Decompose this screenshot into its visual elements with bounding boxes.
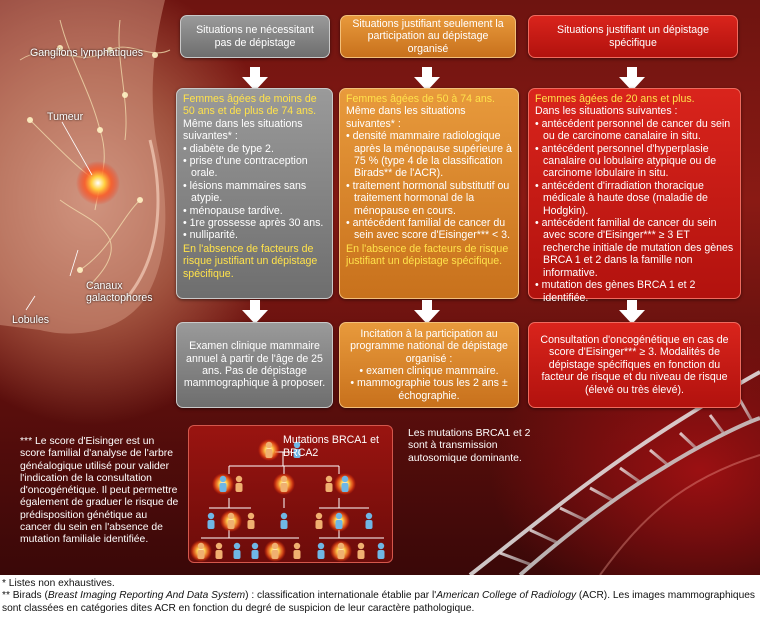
column3-header: Situations justifiant un dépistage spéci… — [528, 15, 738, 58]
column3-result: Consultation d'oncogénétique en cas de s… — [528, 322, 741, 408]
column1-condition: En l'absence de facteurs de risque justi… — [183, 242, 318, 280]
column2-arrow-1 — [414, 67, 440, 91]
column2-age: Femmes âgées de 50 à 74 ans. — [346, 93, 495, 105]
column1-result: Examen clinique mammaire annuel à partir… — [176, 322, 333, 408]
eisinger-note: *** Le score d'Eisinger est un score fam… — [20, 436, 179, 546]
mutation-label: Mutations BRCA1 et BRCA2 — [283, 434, 379, 459]
column3-bullet: • antécédent personnel d'hyperplasie can… — [535, 142, 717, 180]
column2-arrow-2 — [414, 300, 440, 324]
column1-arrow-1 — [242, 67, 268, 91]
column2-bullet: • antécédent familial de cancer du sein … — [346, 217, 511, 242]
column3-criteria: Femmes âgées de 20 ans et plus. Dans les… — [528, 88, 741, 304]
footnote-2: ** Birads (Breast Imaging Reporting And … — [2, 590, 755, 614]
column3-bullet: • antécédent d'irradiation thoracique mé… — [535, 179, 708, 217]
column3-arrow-2 — [619, 300, 645, 324]
footnote-1: * Listes non exhaustives. — [2, 578, 115, 589]
column3-bullet: • mutation des gènes BRCA 1 et 2 identif… — [535, 279, 696, 304]
column3-bullet: • antécédent personnel de cancer du sein… — [535, 117, 731, 143]
footnotes: * Listes non exhaustives. ** Birads (Bre… — [2, 578, 758, 615]
column2-result: Incitation à la participation au program… — [339, 322, 519, 408]
column3-bullet: • antécédent familial de cancer du sein … — [535, 217, 734, 279]
pedigree-people — [190, 439, 385, 562]
column2-header: Situations justifiant seulement la parti… — [340, 15, 516, 58]
tumeur-label: Tumeur — [47, 111, 84, 123]
column2-bullet: • traitement hormonal substitutif ou tra… — [346, 179, 510, 217]
column1-bullet: • 1re grossesse après 30 ans. — [183, 217, 324, 230]
column1-bullet: • nulliparité. — [183, 229, 238, 242]
column1-bullet: • diabète de type 2. — [183, 142, 274, 155]
pedigree-panel — [188, 425, 393, 563]
column3-arrow-1 — [619, 67, 645, 91]
column3-age: Femmes âgées de 20 ans et plus. — [535, 93, 695, 105]
infographic-background: Ganglions lymphatiques Tumeur Canaux gal… — [0, 0, 760, 575]
column1-header: Situations ne nécessitant pas de dépista… — [180, 15, 330, 58]
transmission-note: Les mutations BRCA1 et 2 sont à transmis… — [408, 428, 531, 464]
ganglions-label: Ganglions lymphatiques — [30, 47, 144, 59]
column1-bullet: • lésions mammaires sans atypie. — [183, 179, 307, 205]
pedigree-tree — [190, 439, 385, 562]
column2-criteria: Femmes âgées de 50 à 74 ans. Même dans l… — [339, 88, 519, 299]
column1-arrow-2 — [242, 300, 268, 324]
lobules-label: Lobules — [12, 314, 50, 326]
column2-condition: En l'absence de facteurs de risque justi… — [346, 242, 509, 268]
column2-result-bullet: • examen clinique mammaire. — [359, 365, 499, 377]
column1-criteria: Femmes âgées de moins de 50 ans et de pl… — [176, 88, 333, 299]
column2-situations-intro: Même dans les situations suivantes* : — [346, 105, 466, 130]
column1-situations-intro: Même dans les situations suivantes* : — [183, 117, 303, 143]
column2-bullet: • densité mammaire radiologique après la… — [346, 130, 512, 180]
column2-result-bullet: • mammographie tous les 2 ans ± échograp… — [350, 377, 508, 402]
column1-bullet: • ménopause tardive. — [183, 204, 283, 217]
column3-situations-intro: Dans les situations suivantes : — [535, 105, 678, 118]
canaux-label: Canaux galactophores — [86, 280, 153, 304]
column1-age: Femmes âgées de moins de 50 ans et de pl… — [183, 93, 317, 118]
column1-bullet: • prise d'une contraception orale. — [183, 155, 308, 180]
